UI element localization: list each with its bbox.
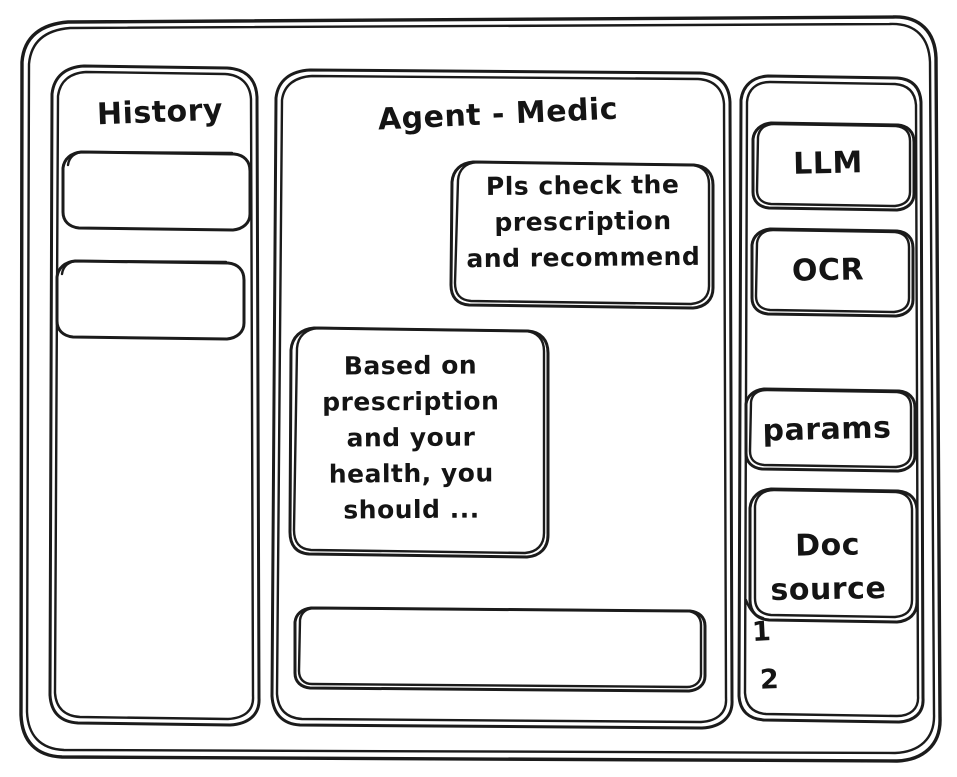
- composer-input-outline: [293, 606, 707, 693]
- history-item-1[interactable]: [63, 152, 251, 231]
- chip-doc-source[interactable]: [750, 489, 918, 623]
- chip-ocr-outline: [750, 227, 915, 318]
- chip-params[interactable]: [746, 389, 916, 472]
- user-message-bubble: [451, 162, 714, 309]
- chip-llm-outline: [751, 121, 916, 212]
- user-message-bubble-outline: [449, 160, 715, 310]
- composer-input[interactable]: [295, 608, 706, 692]
- doc-source-connector: [744, 598, 765, 620]
- history-item-1-outline: [61, 150, 252, 232]
- assistant-message-bubble: [290, 328, 549, 558]
- assistant-message-bubble-outline: [288, 326, 550, 559]
- chip-llm[interactable]: [753, 123, 915, 211]
- history-item-2-outline: [55, 259, 246, 341]
- chip-params-outline: [744, 387, 917, 473]
- chip-ocr[interactable]: [752, 229, 914, 317]
- history-item-2[interactable]: [57, 261, 245, 340]
